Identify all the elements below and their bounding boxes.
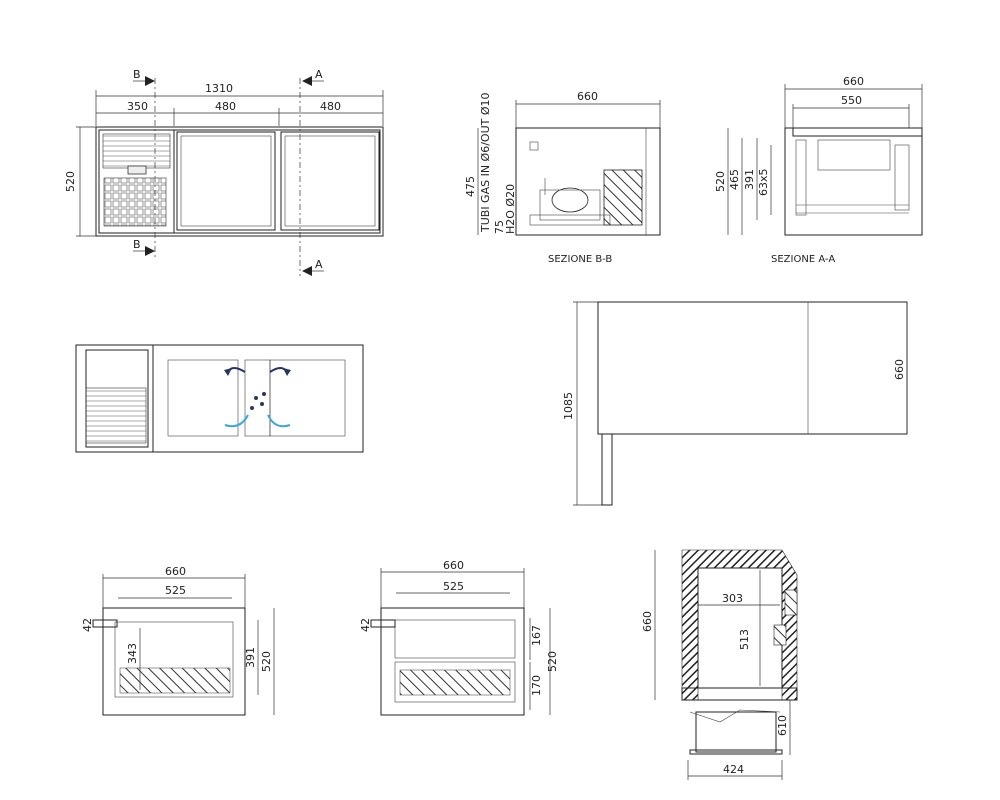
bb-pipe-label-1: TUBI GAS IN Ø6/OUT Ø10	[479, 93, 492, 234]
bb-pipe-label-2: H2O Ø20	[504, 184, 517, 234]
side-view: 1085 660	[562, 301, 908, 506]
dd-width-inner: 525	[443, 580, 464, 593]
detail-height-610: 610	[776, 715, 789, 736]
ds-height-520: 520	[260, 651, 273, 672]
section-b-top: B	[133, 68, 141, 81]
dd-bottom-drawer: 170	[530, 675, 543, 696]
aa-height-520: 520	[714, 171, 727, 192]
aa-height-391: 391	[743, 169, 756, 190]
aa-caption: SEZIONE A-A	[771, 254, 835, 265]
detail-height-660: 660	[641, 611, 654, 632]
aa-height-465: 465	[728, 169, 741, 190]
ds-inner-height: 343	[126, 643, 139, 664]
bb-width: 660	[577, 90, 598, 103]
bb-caption: SEZIONE B-B	[548, 254, 612, 265]
dd-top-drawer: 167	[530, 625, 543, 646]
front-view: 1310 350 480 480 520 B	[64, 68, 384, 276]
ds-handle: 42	[81, 618, 94, 632]
ds-width-outer: 660	[165, 565, 186, 578]
section-a-top: A	[315, 68, 323, 81]
detail-width-424: 424	[723, 763, 744, 776]
ds-width-inner: 525	[165, 584, 186, 597]
detail-width-303: 303	[722, 592, 743, 605]
section-a-bottom: A	[315, 258, 323, 271]
detail-height-513: 513	[738, 629, 751, 650]
section-bb: 660 475 TUBI GAS IN Ø6/OUT Ø10 75 H2O Ø2…	[464, 90, 661, 265]
bb-dim-75: 75	[493, 220, 506, 234]
section-aa: 660 550 520 465 391 63x5 SEZIONE A-A	[714, 75, 923, 265]
front-width-1: 350	[127, 100, 148, 113]
aa-width-outer: 660	[843, 75, 864, 88]
dd-width-outer: 660	[443, 559, 464, 572]
vent-grille	[102, 133, 171, 227]
ds-height-391: 391	[244, 647, 257, 668]
section-b-bottom: B	[133, 238, 141, 251]
front-overall-width: 1310	[205, 82, 233, 95]
airflow-arrows	[224, 367, 291, 428]
side-depth: 660	[893, 359, 906, 380]
front-width-2: 480	[215, 100, 236, 113]
front-width-3: 480	[320, 100, 341, 113]
aa-width-inner: 550	[841, 94, 862, 107]
plan-view	[75, 344, 364, 453]
aa-shelves: 63x5	[757, 168, 770, 196]
detail-section-view: 303 513 660 610 424	[641, 549, 798, 780]
front-height: 520	[64, 171, 77, 192]
drawer-double-view: 660 525 42 167 170 520	[359, 559, 559, 716]
bb-height: 475	[464, 176, 477, 197]
dd-handle: 42	[359, 618, 372, 632]
compressor-unit	[529, 169, 643, 226]
side-height: 1085	[562, 392, 575, 420]
drawer-single-view: 660 525 42 343 391 520	[81, 565, 275, 716]
dd-height-520: 520	[546, 651, 559, 672]
